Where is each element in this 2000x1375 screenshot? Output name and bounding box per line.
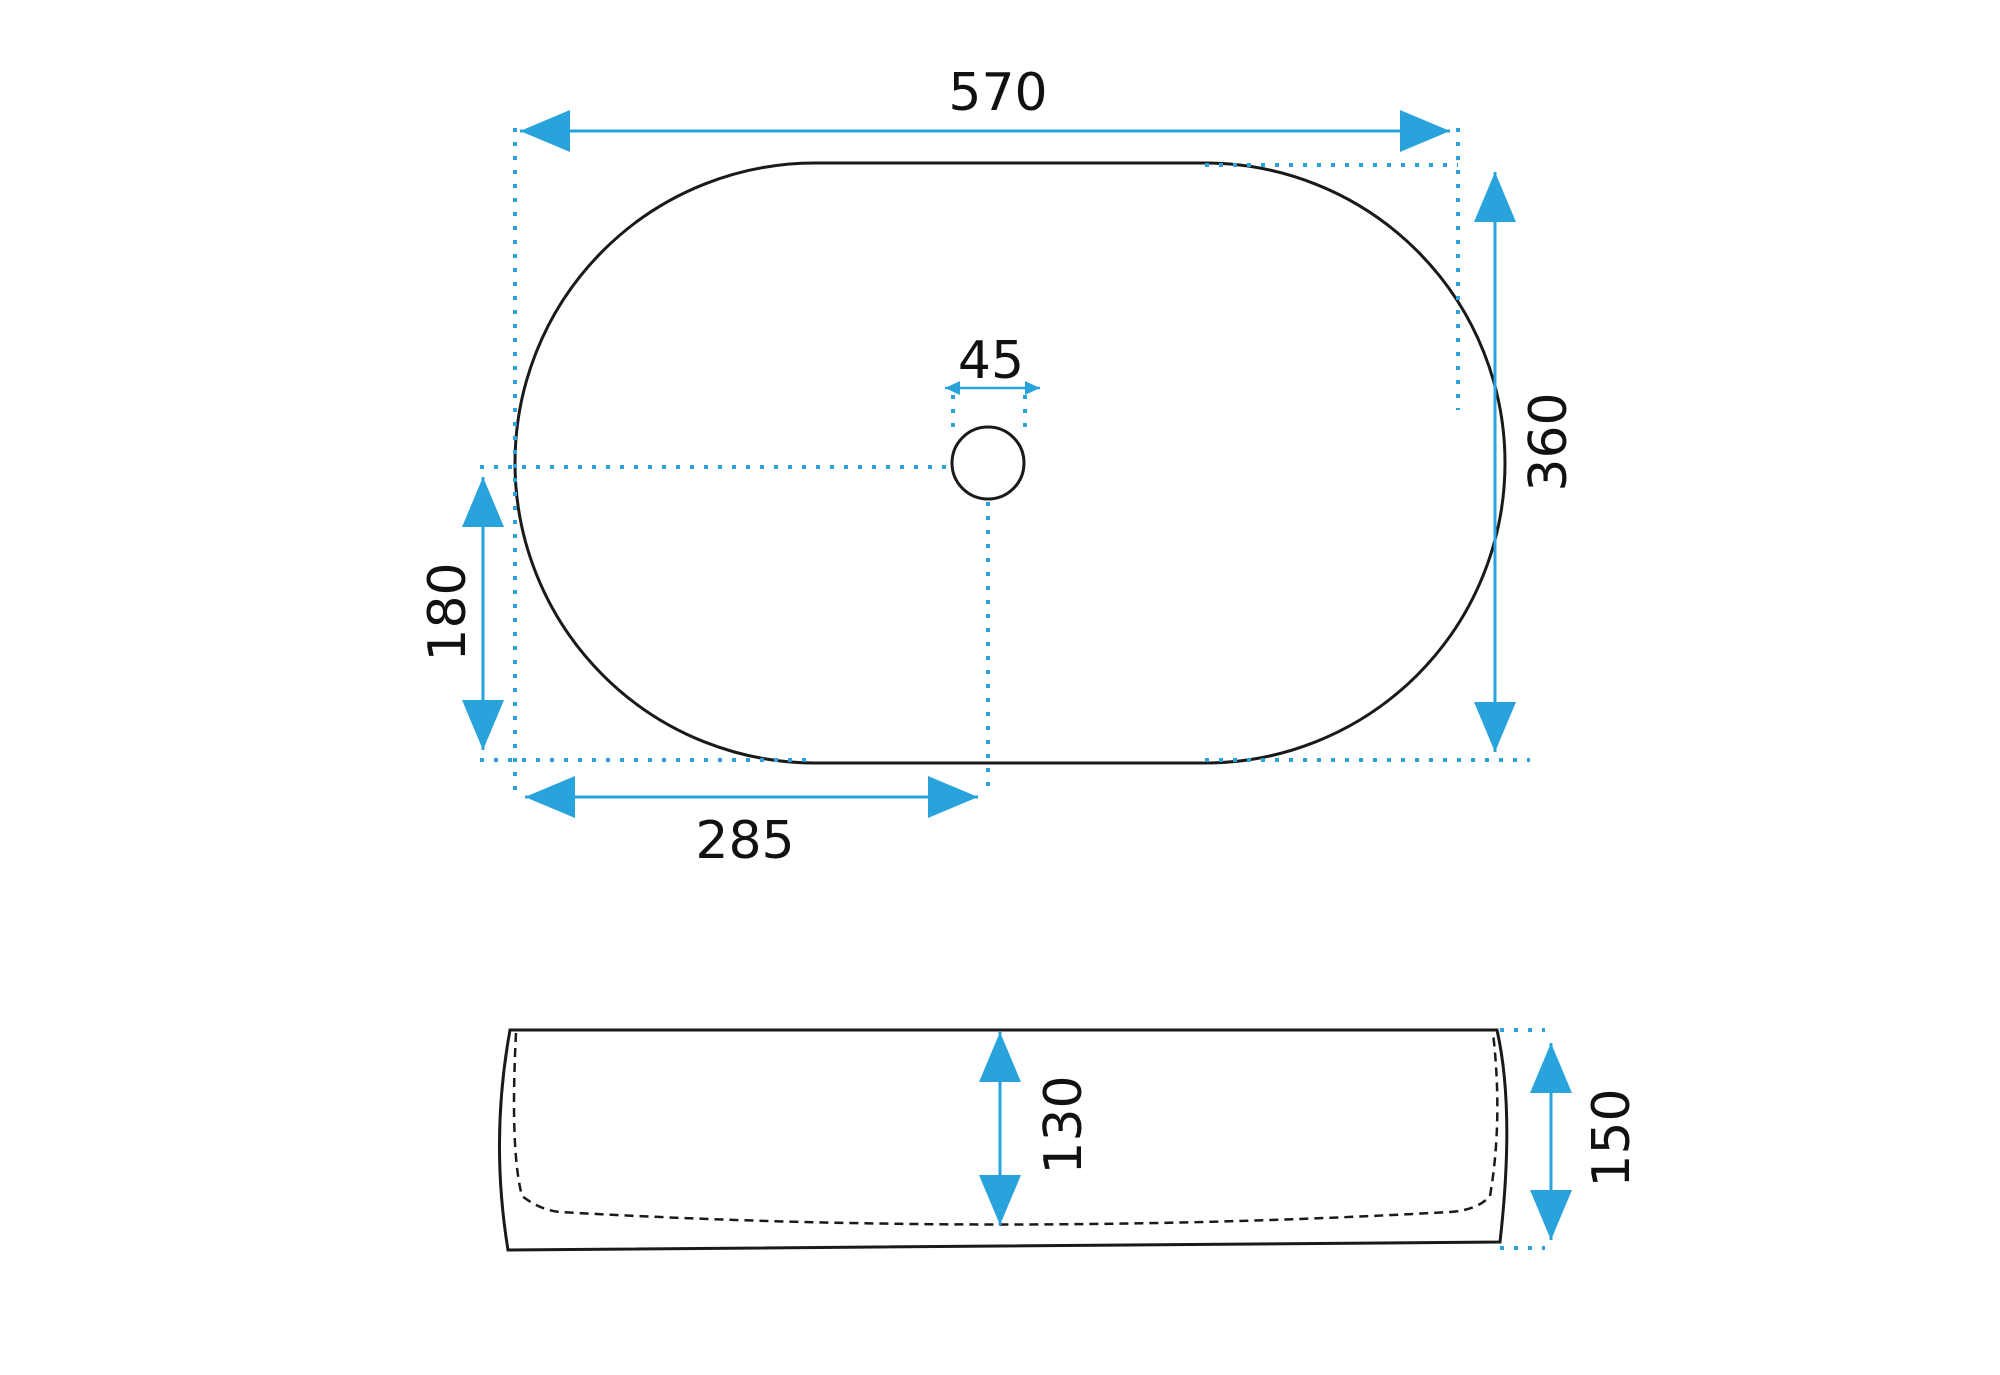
label-drain-45: 45 — [958, 331, 1024, 391]
label-width-570: 570 — [948, 63, 1047, 123]
basin-outline-top — [513, 161, 1507, 765]
arrowhead-inner-depth-top — [979, 1032, 1021, 1082]
side-view: 130 150 — [497, 1028, 1642, 1252]
arrowhead-width-left — [520, 110, 570, 152]
arrowhead-depth-bottom — [1474, 702, 1516, 752]
arrowhead-offset-x-left — [525, 776, 575, 818]
arrowhead-offset-y-top — [462, 477, 504, 527]
arrowhead-drain-right — [1025, 381, 1040, 395]
top-view: 570 360 45 285 180 — [418, 63, 1579, 871]
label-depth-360: 360 — [1519, 392, 1579, 491]
arrowhead-height-bottom — [1530, 1190, 1572, 1240]
arrowhead-inner-depth-bottom — [979, 1175, 1021, 1225]
arrowhead-width-right — [1400, 110, 1450, 152]
basin-inner-bowl — [512, 1032, 1499, 1226]
label-offset-x-285: 285 — [695, 811, 794, 871]
label-height-150: 150 — [1582, 1088, 1642, 1187]
extension-lines — [480, 128, 1530, 795]
arrowhead-depth-top — [1474, 172, 1516, 222]
drain-hole — [950, 425, 1026, 501]
basin-outline-side — [497, 1028, 1509, 1252]
arrowhead-drain-left — [945, 381, 960, 395]
arrowhead-offset-y-bottom — [462, 700, 504, 750]
label-offset-y-180: 180 — [418, 562, 478, 661]
label-inner-depth-130: 130 — [1034, 1075, 1094, 1174]
arrowhead-height-top — [1530, 1043, 1572, 1093]
arrowhead-offset-x-right — [928, 776, 978, 818]
